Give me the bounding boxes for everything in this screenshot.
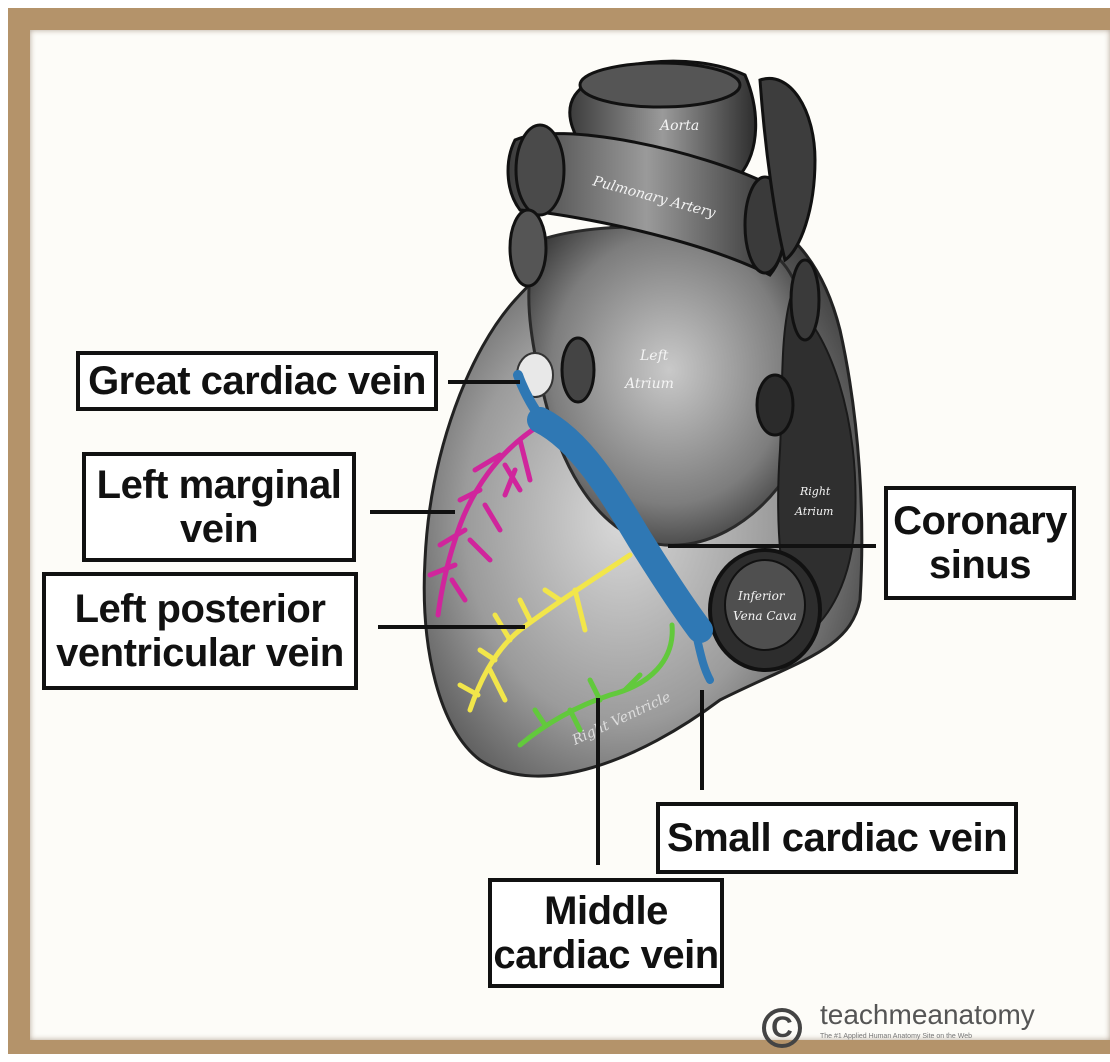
ivc-text-1: Inferior (737, 589, 786, 603)
ivc-text-2: Vena Cava (733, 609, 797, 623)
right-atrium-text-2: Atrium (794, 505, 833, 518)
label-middle-cardiac-vein: Middle cardiac vein (488, 878, 724, 988)
label-left-posterior-ventricular-vein: Left posterior ventricular vein (42, 572, 358, 690)
label-coronary-sinus-line1: Coronary (893, 499, 1067, 543)
label-great-cardiac-vein-text: Great cardiac vein (88, 359, 426, 403)
label-small-cardiac-vein-text: Small cardiac vein (667, 816, 1007, 860)
label-middle-cardiac-vein-line1: Middle (544, 889, 668, 933)
label-left-marginal-vein-line2: vein (180, 507, 258, 551)
brand-tagline: The #1 Applied Human Anatomy Site on the… (820, 1032, 1035, 1041)
label-middle-cardiac-vein-line2: cardiac vein (493, 933, 718, 977)
aorta-text: Aorta (658, 118, 699, 134)
left-atrium-text-1: Left (639, 348, 669, 364)
credit: C teachmeanatomy The #1 Applied Human An… (762, 1000, 1035, 1048)
copyright-icon: C (762, 1008, 802, 1048)
brand-name: teachmeanatomy (820, 1000, 1035, 1030)
right-atrium-text-1: Right (799, 485, 831, 498)
label-left-posterior-ventricular-vein-line2: ventricular vein (56, 631, 344, 675)
label-great-cardiac-vein: Great cardiac vein (76, 351, 438, 411)
label-left-marginal-vein: Left marginal vein (82, 452, 356, 562)
left-atrium-text-2: Atrium (623, 376, 674, 392)
label-coronary-sinus: Coronary sinus (884, 486, 1076, 600)
label-left-marginal-vein-line1: Left marginal (97, 463, 342, 507)
label-small-cardiac-vein: Small cardiac vein (656, 802, 1018, 874)
label-left-posterior-ventricular-vein-line1: Left posterior (75, 587, 326, 631)
label-coronary-sinus-line2: sinus (929, 543, 1031, 587)
